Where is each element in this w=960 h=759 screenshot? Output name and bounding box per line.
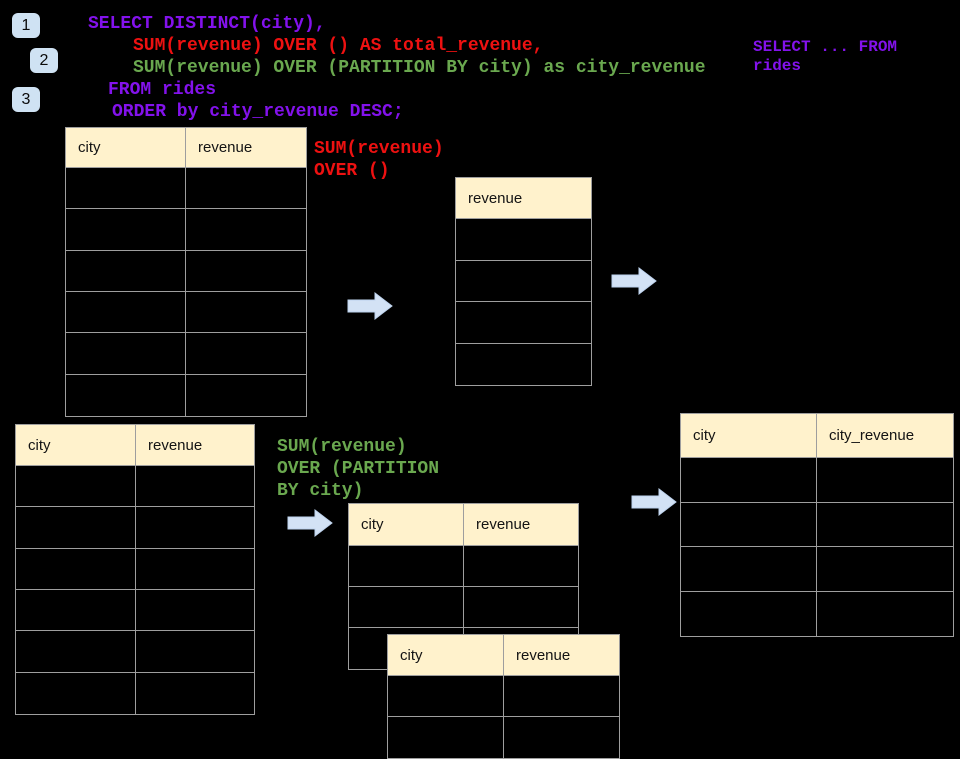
table-cell bbox=[66, 291, 186, 333]
table-cell bbox=[16, 589, 136, 631]
table-cell bbox=[349, 587, 464, 627]
table-cell bbox=[136, 631, 254, 671]
table-cell bbox=[136, 507, 254, 547]
table-cell bbox=[16, 466, 136, 507]
table-cell bbox=[16, 672, 136, 714]
arrow-right-icon bbox=[287, 508, 333, 538]
partition-label-line-2: OVER (PARTITION bbox=[277, 459, 440, 479]
column-header: revenue bbox=[468, 189, 523, 207]
table-cell bbox=[817, 503, 953, 547]
table-cell bbox=[681, 458, 817, 502]
rides-source-table-total: city revenue bbox=[65, 127, 307, 417]
table-cell bbox=[817, 458, 953, 502]
column-header: revenue bbox=[198, 139, 253, 156]
table-cell bbox=[504, 717, 619, 758]
side-note-line-1: SELECT ... FROM bbox=[753, 38, 898, 56]
total-label-line-2: OVER () bbox=[314, 161, 390, 181]
column-header: city bbox=[681, 414, 817, 457]
step-badge-2: 2 bbox=[30, 48, 58, 73]
table-cell bbox=[681, 502, 817, 546]
partition-label-line-1: SUM(revenue) bbox=[277, 437, 407, 457]
table-cell bbox=[349, 546, 464, 586]
table-cell bbox=[186, 333, 306, 373]
table-cell bbox=[66, 209, 186, 250]
table-cell bbox=[66, 168, 186, 209]
table-cell bbox=[456, 261, 591, 302]
table-cell bbox=[66, 374, 186, 416]
sql-line-from: FROM rides bbox=[108, 80, 217, 100]
table-cell bbox=[136, 549, 254, 589]
table-cell bbox=[136, 590, 254, 630]
column-header: revenue bbox=[476, 516, 531, 533]
column-header: city bbox=[349, 504, 464, 545]
table-cell bbox=[186, 209, 306, 249]
table-cell bbox=[16, 507, 136, 548]
table-cell bbox=[464, 587, 578, 627]
table-cell bbox=[66, 250, 186, 291]
table-cell bbox=[504, 676, 619, 716]
table-cell bbox=[456, 219, 591, 260]
step-badge-3: 3 bbox=[12, 87, 40, 112]
step-badge-1: 1 bbox=[12, 13, 40, 38]
city-revenue-result-table: city city_revenue bbox=[680, 413, 954, 637]
table-cell bbox=[388, 676, 504, 716]
side-note-line-2: rides bbox=[753, 57, 802, 75]
partition-group-table-2: city revenue bbox=[387, 634, 620, 759]
total-label-line-1: SUM(revenue) bbox=[314, 139, 444, 159]
table-cell bbox=[186, 251, 306, 291]
sql-line-total: SUM(revenue) OVER () AS total_revenue, bbox=[133, 36, 544, 56]
table-cell bbox=[681, 547, 817, 591]
total-revenue-result-table: revenue bbox=[455, 177, 592, 386]
sql-line-select: SELECT DISTINCT(city), bbox=[88, 14, 326, 34]
arrow-right-icon bbox=[347, 291, 393, 321]
table-cell bbox=[464, 546, 578, 586]
sql-line-order: ORDER by city_revenue DESC; bbox=[112, 102, 404, 122]
slide-canvas: { "slide": { "steps": ["1", "2", "3"], "… bbox=[12, 13, 954, 759]
table-cell bbox=[817, 547, 953, 591]
table-cell bbox=[456, 302, 591, 343]
table-cell bbox=[16, 548, 136, 589]
partition-group-table-1: city revenue bbox=[348, 503, 579, 670]
rides-source-table-partition: city revenue bbox=[15, 424, 255, 715]
column-header: revenue bbox=[148, 436, 203, 454]
partition-label-line-3: BY city) bbox=[277, 481, 364, 501]
column-header: city bbox=[16, 425, 136, 465]
arrow-right-icon bbox=[611, 266, 657, 296]
table-cell bbox=[388, 717, 504, 758]
table-cell bbox=[66, 333, 186, 374]
table-cell bbox=[186, 168, 306, 208]
column-header: city bbox=[66, 128, 186, 167]
table-cell bbox=[186, 292, 306, 332]
table-cell bbox=[681, 591, 817, 636]
column-header: city_revenue bbox=[829, 427, 915, 444]
table-cell bbox=[136, 673, 254, 714]
column-header: city bbox=[388, 635, 504, 675]
arrow-right-icon bbox=[631, 487, 677, 517]
table-cell bbox=[186, 375, 306, 416]
sql-line-partition: SUM(revenue) OVER (PARTITION BY city) as… bbox=[133, 58, 706, 78]
table-cell bbox=[817, 592, 953, 637]
table-cell bbox=[456, 344, 591, 386]
table-cell bbox=[16, 631, 136, 672]
table-cell bbox=[136, 466, 254, 506]
column-header: revenue bbox=[516, 646, 571, 664]
